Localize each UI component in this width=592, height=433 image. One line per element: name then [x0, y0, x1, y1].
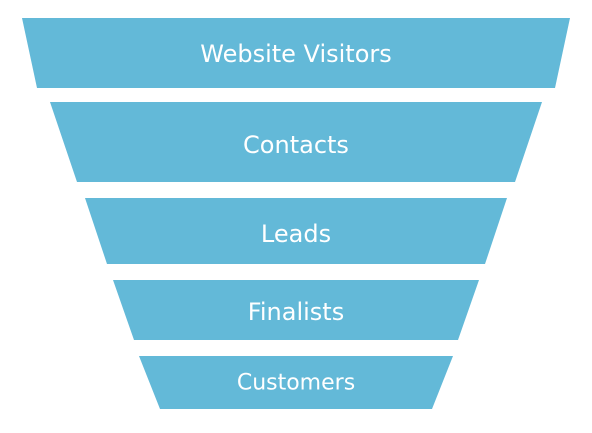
funnel-stage-customers-shape [139, 356, 453, 409]
funnel-stage-contacts-shape [50, 102, 542, 182]
funnel-stage-customers-label: Customers [237, 371, 355, 396]
funnel-stage-finalists-label: Finalists [248, 298, 344, 326]
funnel-stage-website-visitors-shape [22, 18, 570, 88]
funnel-stage-finalists-shape [113, 280, 479, 340]
funnel-stage-customers: Customers [139, 356, 453, 409]
funnel-stage-finalists: Finalists [113, 280, 479, 340]
funnel-stage-website-visitors-label: Website Visitors [200, 40, 392, 68]
funnel-stage-contacts-label: Contacts [243, 131, 349, 159]
funnel-stage-leads: Leads [85, 198, 507, 264]
funnel-stage-website-visitors: Website Visitors [22, 18, 570, 88]
funnel-stage-leads-shape [85, 198, 507, 264]
funnel-stage-leads-label: Leads [261, 220, 331, 248]
funnel-stage-contacts: Contacts [50, 102, 542, 182]
